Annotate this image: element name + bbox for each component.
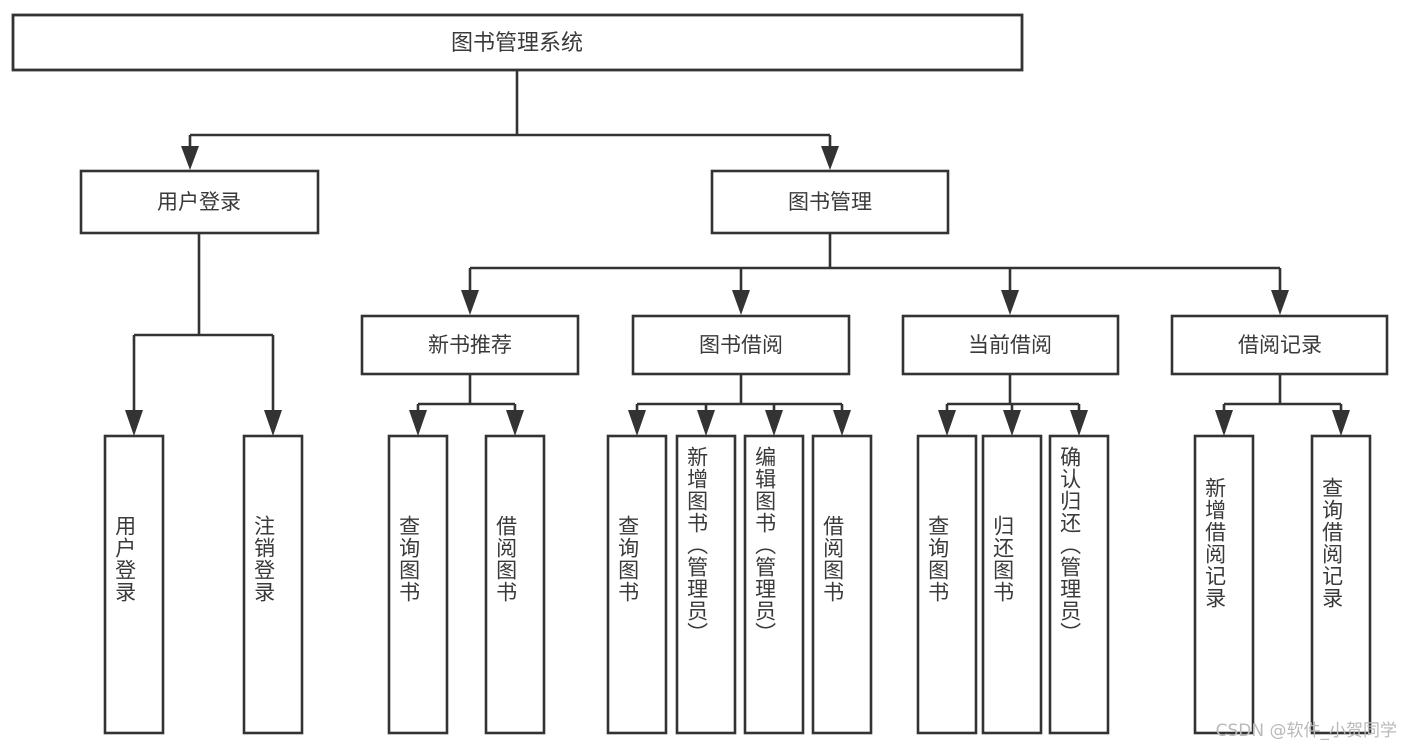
arrowhead-leaf-user-login [125,410,143,436]
node-root-box[interactable] [11,13,1024,72]
leaf-box-query-record[interactable] [1310,434,1372,735]
arrowhead-book-borrow [732,290,750,315]
arrowhead-leaf-return-book [1003,410,1021,436]
node-user-login[interactable]: 用户登录 [79,169,320,235]
node-current-borrow-box[interactable] [901,314,1120,376]
arrowhead-leaf-borrow-book-2 [833,410,851,436]
leaf-box-borrow-book-2[interactable] [811,434,873,735]
arrowhead-leaf-logout-login [264,410,282,436]
node-user-login-box[interactable] [79,169,320,235]
node-current-borrow-label: 当前借阅 [968,333,1052,357]
leaf-box-borrow-book-1[interactable] [484,434,546,735]
watermark-text: CSDN @软件_小贺同学 [1215,721,1397,741]
arrowhead-leaf-borrow-book-1 [506,410,524,436]
arrowhead-leaf-query-book-2 [628,410,646,436]
node-book-borrow-label: 图书借阅 [699,333,783,357]
arrowhead-leaf-query-book-1 [409,410,427,436]
arrowhead-new-book-recommend [461,290,479,315]
arrowhead-leaf-query-book-3 [938,410,956,436]
node-current-borrow[interactable]: 当前借阅 [901,314,1120,376]
node-book-borrow-box[interactable] [631,314,851,376]
leaf-box-query-book-3[interactable] [916,434,978,735]
node-root[interactable]: 图书管理系统 [11,13,1024,72]
node-new-book-recommend-label: 新书推荐 [428,333,512,357]
node-book-manage[interactable]: 图书管理 [710,169,950,235]
node-new-book-recommend-box[interactable] [360,314,580,376]
leaf-box-query-book-2[interactable] [606,434,668,735]
node-book-manage-label: 图书管理 [788,190,872,214]
arrowhead-leaf-add-book [697,410,715,436]
node-borrow-record[interactable]: 借阅记录 [1170,314,1389,376]
arrowhead-leaf-query-record [1332,410,1350,436]
node-borrow-record-label: 借阅记录 [1238,333,1322,357]
arrowhead-leaf-add-record [1215,410,1233,436]
leaf-box-query-book-1[interactable] [387,434,449,735]
leaf-box-add-record[interactable] [1193,434,1255,735]
arrowhead-leaf-confirm-return [1070,410,1088,436]
node-root-label: 图书管理系统 [451,31,583,56]
node-new-book-recommend[interactable]: 新书推荐 [360,314,580,376]
leaf-box-return-book[interactable] [981,434,1043,735]
leaf-box-edit-book[interactable] [743,434,805,735]
node-book-manage-box[interactable] [710,169,950,235]
node-book-borrow[interactable]: 图书借阅 [631,314,851,376]
leaf-box-add-book[interactable] [675,434,737,735]
leaf-box-confirm-return[interactable] [1048,434,1110,735]
leaf-box-user-login[interactable] [103,434,165,735]
arrowhead-leaf-edit-book [765,410,783,436]
arrowhead-user-login [181,146,199,170]
arrowhead-book-manage [821,146,839,170]
leaf-box-layer [103,434,1372,735]
leaf-box-logout-login[interactable] [242,434,304,735]
arrowhead-current-borrow [1001,290,1019,315]
node-user-login-label: 用户登录 [157,190,241,214]
node-borrow-record-box[interactable] [1170,314,1389,376]
arrowhead-borrow-record [1271,290,1289,315]
connector-layer [125,70,1350,436]
